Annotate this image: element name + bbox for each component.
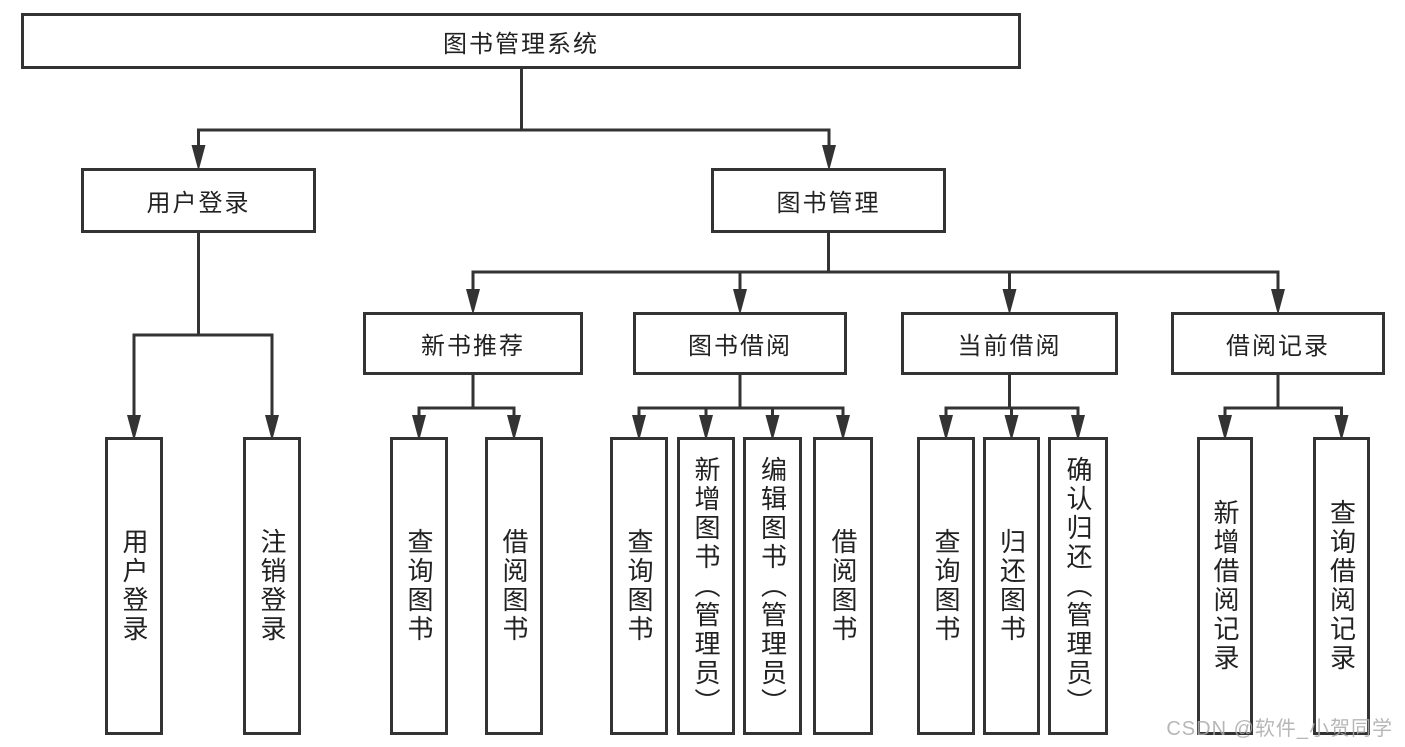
node-borrowing-records: 借阅记录 [1171, 312, 1385, 375]
leaf-logout-label: 注销登录 [257, 528, 287, 644]
leaf-borrow-books-label: 借阅图书 [828, 528, 858, 644]
leaf-borrow-books-recommend-label: 借阅图书 [499, 528, 529, 644]
node-new-book-recommend-label: 新书推荐 [421, 333, 525, 360]
leaf-logout: 注销登录 [243, 437, 301, 735]
leaf-query-books-borrowing-label: 查询图书 [624, 528, 654, 644]
node-user-login: 用户登录 [81, 168, 316, 233]
node-user-login-label: 用户登录 [146, 190, 251, 217]
leaf-add-books-admin: 新增图书（管理员） [677, 437, 735, 735]
node-borrowing-records-label: 借阅记录 [1226, 333, 1330, 360]
leaf-borrow-books: 借阅图书 [813, 437, 873, 735]
node-current-borrowing: 当前借阅 [901, 312, 1118, 375]
node-new-book-recommend: 新书推荐 [363, 312, 583, 375]
leaf-add-borrow-record: 新增借阅记录 [1197, 437, 1253, 735]
leaf-confirm-return-admin: 确认归还（管理员） [1048, 437, 1108, 735]
leaf-query-books-current-label: 查询图书 [931, 528, 961, 644]
leaf-return-books-label: 归还图书 [996, 528, 1027, 644]
leaf-edit-books-admin-label: 编辑图书（管理员） [757, 455, 788, 717]
node-root: 图书管理系统 [21, 13, 1021, 69]
leaf-query-books-recommend-label: 查询图书 [404, 528, 434, 644]
node-book-borrowing: 图书借阅 [633, 312, 847, 375]
leaf-user-login-label: 用户登录 [119, 528, 149, 644]
leaf-query-books-current: 查询图书 [917, 437, 975, 735]
leaf-return-books: 归还图书 [983, 437, 1040, 735]
node-book-management-label: 图书管理 [776, 190, 881, 217]
leaf-query-borrow-record: 查询借阅记录 [1313, 437, 1370, 735]
leaf-query-books-borrowing: 查询图书 [610, 437, 668, 735]
leaf-confirm-return-admin-label: 确认归还（管理员） [1063, 455, 1093, 717]
leaf-add-borrow-record-label: 新增借阅记录 [1210, 499, 1240, 673]
leaf-user-login: 用户登录 [105, 437, 163, 735]
node-book-borrowing-label: 图书借阅 [688, 333, 792, 360]
leaf-edit-books-admin: 编辑图书（管理员） [743, 437, 802, 735]
csdn-watermark: CSDN @软件_小贺同学 [1166, 718, 1393, 740]
node-book-management: 图书管理 [711, 168, 946, 233]
leaf-query-books-recommend: 查询图书 [390, 437, 448, 735]
node-current-borrowing-label: 当前借阅 [957, 333, 1062, 360]
leaf-query-borrow-record-label: 查询借阅记录 [1326, 499, 1357, 673]
leaf-add-books-admin-label: 新增图书（管理员） [691, 455, 721, 717]
node-root-label: 图书管理系统 [443, 30, 599, 58]
leaf-borrow-books-recommend: 借阅图书 [485, 437, 543, 735]
